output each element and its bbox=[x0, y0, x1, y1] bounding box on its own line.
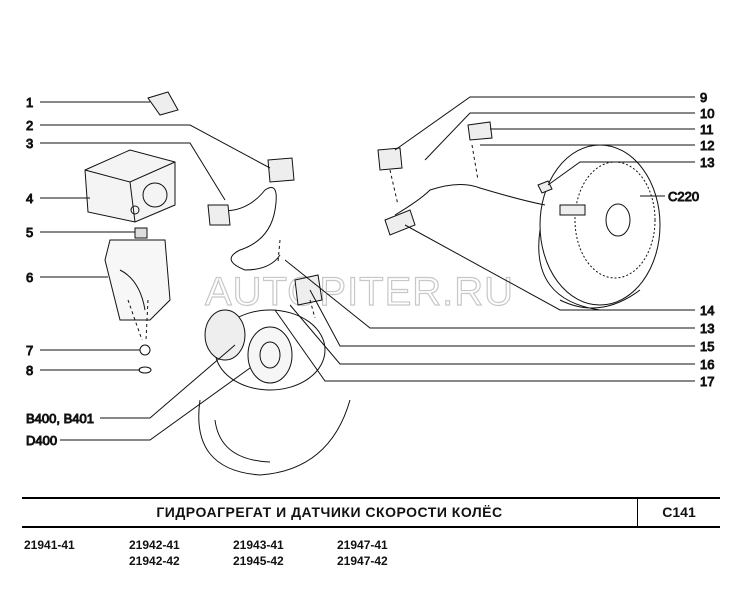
model-column: 21941-41 bbox=[24, 537, 75, 553]
rear-sensor-plug bbox=[559, 204, 586, 216]
callout-11: 11 bbox=[700, 122, 714, 137]
bracket-6 bbox=[104, 239, 171, 321]
leader-lines-left bbox=[40, 101, 271, 441]
part-1-clip bbox=[147, 91, 179, 116]
callout-7: 7 bbox=[26, 343, 33, 358]
callout-10: 10 bbox=[700, 106, 714, 121]
assembly-arrows bbox=[127, 144, 479, 341]
callout-16: 16 bbox=[700, 357, 714, 372]
part-15-bracket bbox=[294, 274, 323, 306]
model-column: 21942-41 21942-42 bbox=[129, 537, 180, 569]
front-sensor-wire bbox=[214, 187, 281, 271]
model-code: 21941-41 bbox=[24, 538, 75, 552]
model-code: 21942-42 bbox=[129, 554, 180, 568]
diagram-code: C141 bbox=[637, 499, 720, 526]
leader-lines-right bbox=[274, 96, 695, 382]
front-sensor bbox=[207, 204, 231, 226]
callout-8: 8 bbox=[26, 363, 33, 378]
part-7-bolt bbox=[139, 344, 151, 356]
title-bar: ГИДРОАГРЕГАТ И ДАТЧИКИ СКОРОСТИ КОЛЁС C1… bbox=[22, 497, 720, 528]
callout-1: 1 bbox=[26, 95, 33, 110]
callout-9: 9 bbox=[700, 90, 707, 105]
callout-labels-right: 9 10 11 12 13 C220 14 13 15 16 17 bbox=[668, 90, 715, 390]
callout-2: 2 bbox=[26, 118, 33, 133]
callout-5: 5 bbox=[26, 225, 33, 240]
abs-hydraulic-unit bbox=[84, 149, 176, 223]
hub-bearing bbox=[204, 309, 293, 384]
rear-wheel-drawing bbox=[538, 144, 661, 311]
callout-4: 4 bbox=[26, 191, 33, 206]
model-code: 21945-42 bbox=[233, 554, 284, 568]
rear-sensor-wire bbox=[394, 184, 546, 216]
model-column: 21947-41 21947-42 bbox=[337, 537, 388, 569]
model-code: 21947-42 bbox=[337, 554, 388, 568]
part-13-clip bbox=[537, 180, 553, 194]
part-5-bushing bbox=[134, 227, 148, 239]
callout-d400: D400 bbox=[26, 433, 57, 448]
callout-b400-b401: B400, B401 bbox=[26, 411, 94, 426]
part-8-washer bbox=[138, 366, 152, 374]
diagram-title: ГИДРОАГРЕГАТ И ДАТЧИКИ СКОРОСТИ КОЛЁС bbox=[156, 504, 503, 520]
model-code: 21947-41 bbox=[337, 538, 388, 552]
model-code: 21943-41 bbox=[233, 538, 284, 552]
callout-15: 15 bbox=[700, 339, 714, 354]
model-column: 21943-41 21945-42 bbox=[233, 537, 284, 569]
model-code: 21942-41 bbox=[129, 538, 180, 552]
part-11-bracket bbox=[467, 121, 493, 141]
callout-13-bottom: 13 bbox=[700, 321, 714, 336]
callout-17: 17 bbox=[700, 374, 714, 389]
callout-12: 12 bbox=[700, 138, 714, 153]
callout-14: 14 bbox=[700, 303, 714, 318]
callout-6: 6 bbox=[26, 270, 33, 285]
rear-sensor bbox=[384, 209, 416, 236]
watermark: AUTOPITER.RU bbox=[205, 270, 514, 314]
callout-labels-left: 1 2 3 4 5 6 7 8 B400, B401 D400 bbox=[26, 95, 95, 449]
part-9-clip bbox=[377, 147, 403, 171]
callout-13-top: 13 bbox=[700, 155, 714, 170]
part-2-clip bbox=[267, 157, 295, 183]
callout-c220: C220 bbox=[668, 189, 699, 204]
callout-3: 3 bbox=[26, 136, 33, 151]
